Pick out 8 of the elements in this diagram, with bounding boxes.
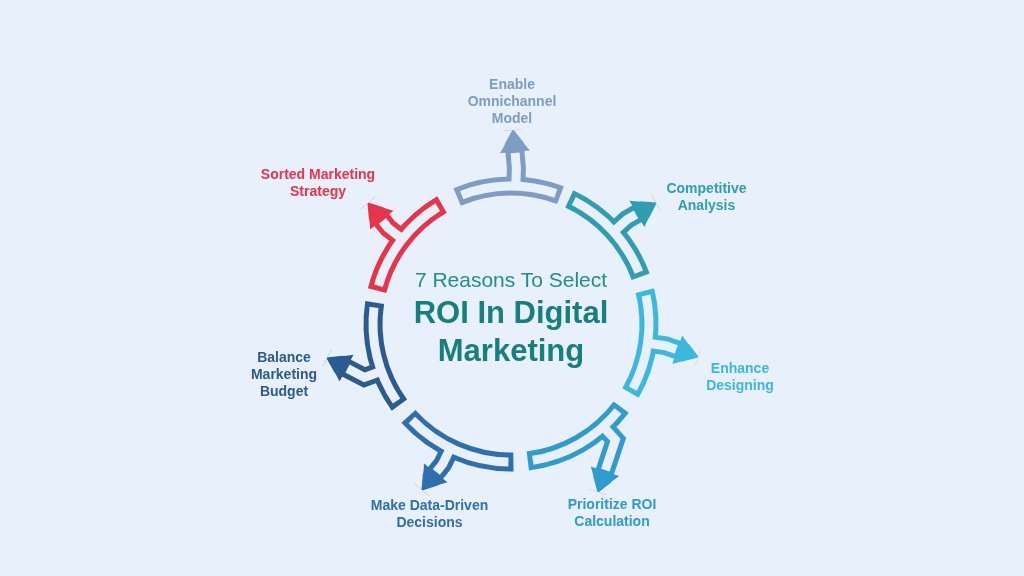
- step-label: Enhance Designing: [701, 360, 779, 394]
- step-label: Balance Marketing Budget: [244, 349, 324, 400]
- step-label: Sorted Marketing Strategy: [253, 166, 383, 200]
- step-label: Enable Omnichannel Model: [462, 76, 562, 127]
- title: 7 Reasons To Select ROI In Digital Marketing: [412, 267, 610, 370]
- step-label: Prioritize ROI Calculation: [562, 496, 662, 530]
- step-label: Competitive Analysis: [659, 180, 754, 214]
- step-label: Make Data-Driven Decisions: [362, 497, 497, 531]
